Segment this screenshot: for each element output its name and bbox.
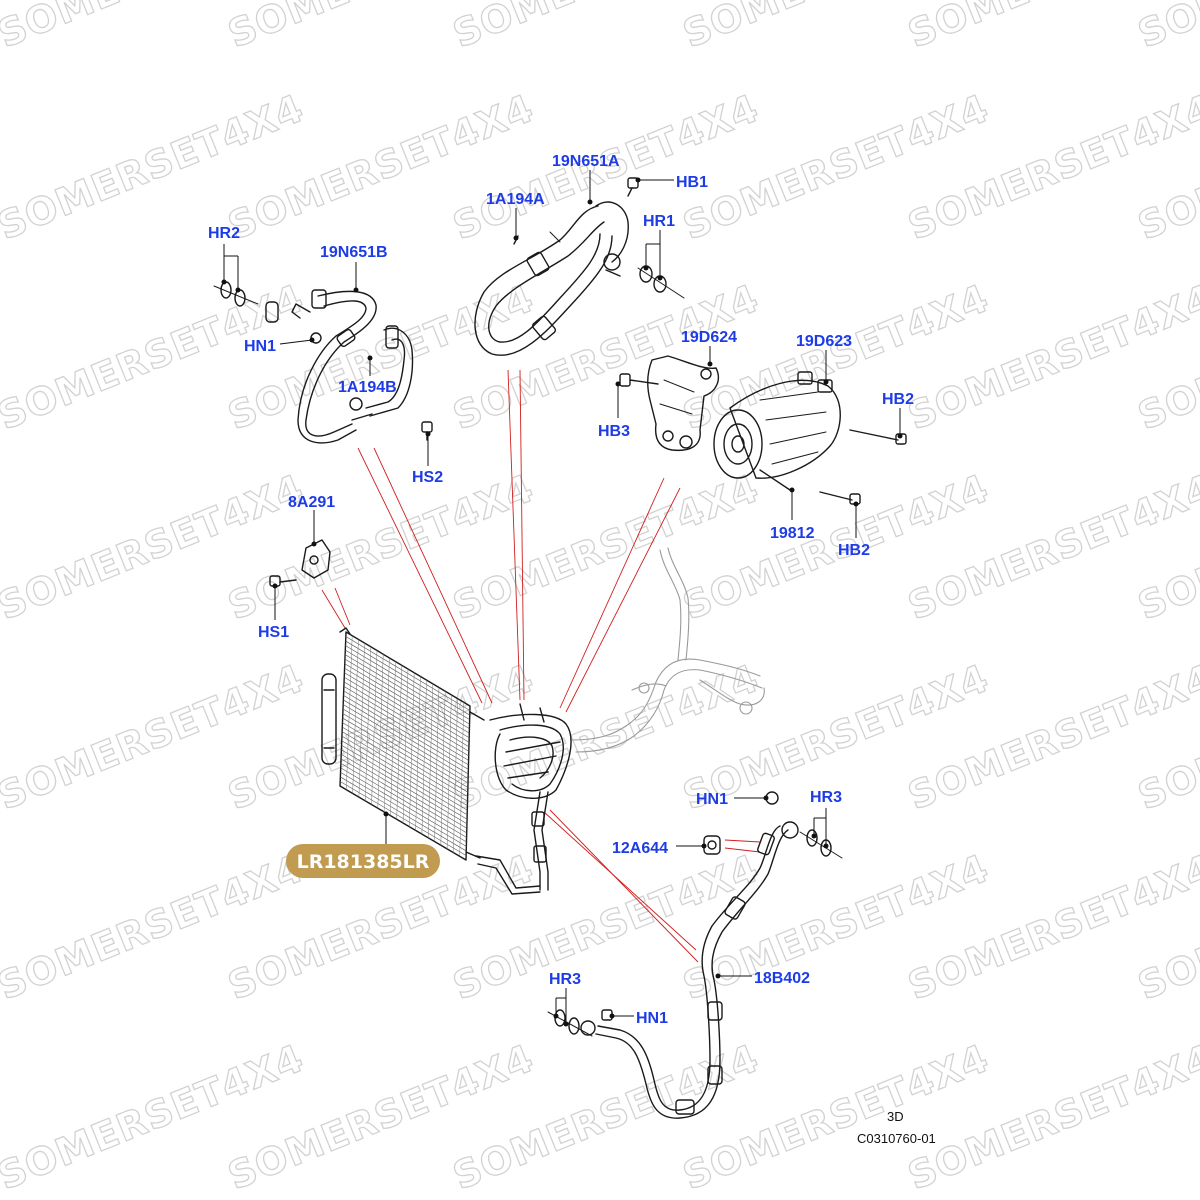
label-19n651a[interactable]: 19N651A	[552, 153, 620, 170]
screw-hs2[interactable]	[421, 421, 433, 441]
label-hb1[interactable]: HB1	[676, 174, 708, 191]
bolt-hb1[interactable]	[627, 177, 639, 197]
badge-part-number: LR181385LR	[297, 851, 430, 873]
label-19d624[interactable]: 19D624	[681, 329, 737, 346]
pressure-switch-12a644[interactable]	[703, 835, 721, 855]
part-number-badge[interactable]: LR181385LR	[286, 844, 440, 878]
bracket-8a291[interactable]	[301, 539, 331, 579]
view-label: 3D	[887, 1109, 904, 1124]
label-19d623[interactable]: 19D623	[796, 333, 852, 350]
label-hs1[interactable]: HS1	[258, 624, 289, 641]
leader-lines	[221, 170, 903, 1027]
seal-hr3-right[interactable]	[799, 829, 843, 859]
illustration-ref: C0310760-01	[857, 1131, 936, 1146]
ghost-pipes	[571, 547, 765, 753]
pipe-assembly[interactable]	[489, 703, 572, 891]
label-1a194a[interactable]: 1A194A	[486, 191, 545, 208]
callout-lines	[321, 369, 761, 963]
seal-hr1[interactable]	[637, 265, 685, 299]
bracket-19d624[interactable]	[647, 355, 720, 452]
seal-hr3-bottom[interactable]	[547, 1009, 593, 1037]
label-hb3[interactable]: HB3	[598, 423, 630, 440]
label-hs2[interactable]: HS2	[412, 469, 443, 486]
watermark: SOMERSET4X4	[1132, 0, 1200, 56]
label-hr2-left[interactable]: HR2	[208, 225, 240, 242]
label-hb2-top[interactable]: HB2	[882, 391, 914, 408]
label-8a291[interactable]: 8A291	[288, 494, 335, 511]
label-hr3-right[interactable]: HR3	[810, 789, 842, 806]
label-19812[interactable]: 19812	[770, 525, 815, 542]
hose-1a194b[interactable]	[349, 325, 414, 417]
label-12a644[interactable]: 12A644	[612, 840, 668, 857]
compressor-19d623[interactable]	[713, 371, 907, 505]
bolt-hb3[interactable]	[619, 373, 659, 387]
label-hr1[interactable]: HR1	[643, 213, 675, 230]
label-hr3-bottom[interactable]: HR3	[549, 971, 581, 988]
part-labels: HR2 19N651B HN1 1A194B HS2 19N651A HB1 1…	[208, 153, 914, 1027]
condenser-fins	[340, 635, 471, 857]
label-hn1-right[interactable]: HN1	[696, 791, 728, 808]
pipe-18b402[interactable]	[580, 821, 799, 1119]
hose-19n651b[interactable]	[265, 289, 377, 444]
label-1a194b[interactable]: 1A194B	[338, 379, 397, 396]
condenser-lr181385lr[interactable]	[321, 627, 541, 895]
label-19n651b[interactable]: 19N651B	[320, 244, 388, 261]
label-18b402[interactable]: 18B402	[754, 970, 810, 987]
hose-19n651a[interactable]	[474, 201, 629, 356]
label-hn1-bottom[interactable]: HN1	[636, 1010, 668, 1027]
badge-background	[286, 844, 440, 878]
label-hn1-left[interactable]: HN1	[244, 338, 276, 355]
label-hb2-bottom[interactable]: HB2	[838, 542, 870, 559]
